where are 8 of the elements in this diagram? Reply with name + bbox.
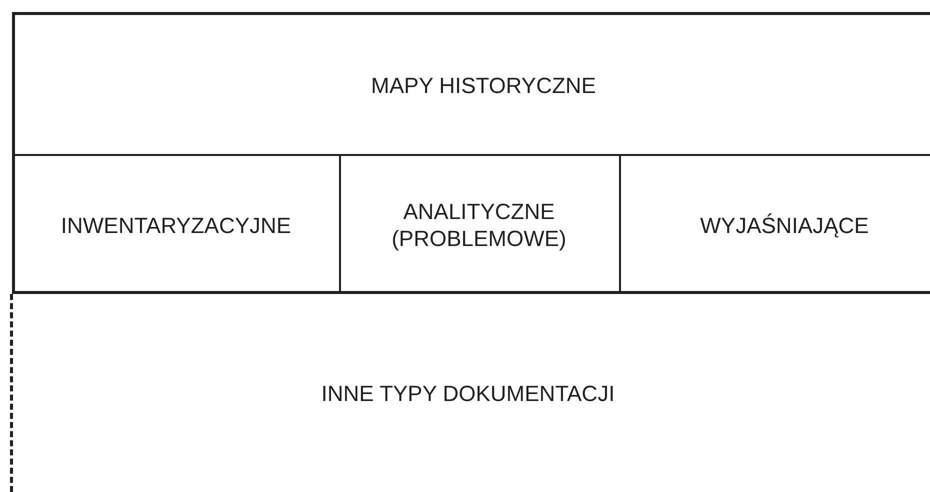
- region-label: INNE TYPY DOKUMENTACJI: [320, 380, 616, 408]
- table-cell: [341, 154, 621, 294]
- table-heading: MAPY HISTORYCZNE: [370, 72, 597, 100]
- cell-text: ANALITYCZNE (PROBLEMOWE): [390, 198, 568, 253]
- table-frame: [12, 12, 930, 294]
- cell-text: INWENTARYZACYJNE: [60, 212, 292, 240]
- cell-text: WYJAŚNIAJĄCE: [699, 212, 870, 240]
- table-cell: [15, 154, 341, 294]
